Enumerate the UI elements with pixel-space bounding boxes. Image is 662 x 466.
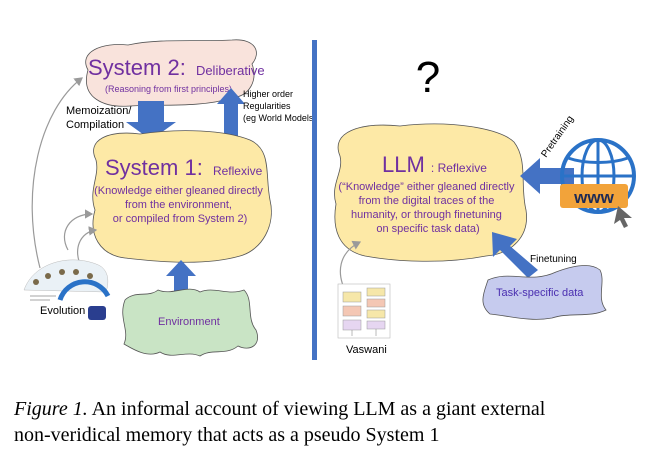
system1-title-name: System 1: <box>105 155 203 180</box>
llm-body-line2: from the digital traces of the <box>359 195 495 207</box>
llm-body: (“Knowledge” either gleaned directly fro… <box>338 181 517 235</box>
llm-body-line4: on specific task data) <box>376 223 479 235</box>
system2-blob <box>85 39 257 107</box>
higher-order-arrow <box>217 88 245 140</box>
higher-order-label: Higher order Regularities (eg World Mode… <box>243 89 316 123</box>
system1-title: System 1: Reflexive <box>105 155 263 180</box>
higher-order-label-line2: Regularities <box>243 101 291 111</box>
system2-title-desc: Deliberative <box>196 63 265 78</box>
caption-figure-label: Figure 1. <box>14 398 88 420</box>
memoization-label: Memoization/ Compilation <box>66 105 134 131</box>
llm-title-name: LLM <box>382 152 425 177</box>
diagram-canvas: System 2: Deliberative (Reasoning from f… <box>23 39 636 360</box>
environment-label: Environment <box>158 316 220 328</box>
system1-body-line3: or compiled from System 2) <box>113 213 247 225</box>
figure-caption: Figure 1. An informal account of viewing… <box>14 396 654 448</box>
pretraining-arrow <box>520 158 574 194</box>
caption-text-line1: An informal account of viewing LLM as a … <box>87 398 546 420</box>
environment-arrow <box>166 260 196 294</box>
memoization-label-line1: Memoization/ <box>66 105 132 117</box>
system1-body: (Knowledge either gleaned directly from … <box>94 185 266 225</box>
task-data-label: Task-specific data <box>496 287 584 299</box>
llm-title: LLM : Reflexive <box>382 152 487 177</box>
vaswani-label: Vaswani <box>346 344 387 356</box>
memoization-arrow <box>126 101 176 140</box>
transformer-thumbnail <box>337 283 391 339</box>
evolution-to-system2-arrow <box>31 77 83 269</box>
system1-title-desc: Reflexive <box>213 164 263 178</box>
globe-www-icon <box>560 138 636 228</box>
llm-title-desc: : Reflexive <box>431 161 487 175</box>
llm-body-line3: humanity, or through finetuning <box>351 209 502 221</box>
caption-text-line2: non-veridical memory that acts as a pseu… <box>14 424 440 446</box>
llm-blob <box>334 123 527 262</box>
self-loop-arrow-1 <box>63 209 94 251</box>
llm-body-line1: (“Knowledge” either gleaned directly <box>338 181 515 193</box>
finetuning-arrow <box>492 232 538 278</box>
finetuning-label: Finetuning <box>530 254 577 265</box>
memoization-label-line2: Compilation <box>66 119 124 131</box>
system2-title: System 2: Deliberative <box>88 55 265 80</box>
higher-order-label-line3: (eg World Models) <box>243 113 316 123</box>
question-mark: ? <box>416 53 440 102</box>
higher-order-label-line1: Higher order <box>243 89 293 99</box>
evolution-label: Evolution <box>40 305 85 317</box>
environment-blob <box>122 288 258 357</box>
system1-body-line1: (Knowledge either gleaned directly <box>94 185 263 197</box>
system1-body-line2: from the environment, <box>125 199 232 211</box>
system2-title-name: System 2: <box>88 55 186 80</box>
task-data-blob <box>482 265 607 320</box>
panel-divider <box>312 40 317 360</box>
system2-subtitle: (Reasoning from first principles) <box>105 84 232 94</box>
evolution-thumbnail <box>23 259 111 320</box>
www-label: www <box>573 188 614 207</box>
